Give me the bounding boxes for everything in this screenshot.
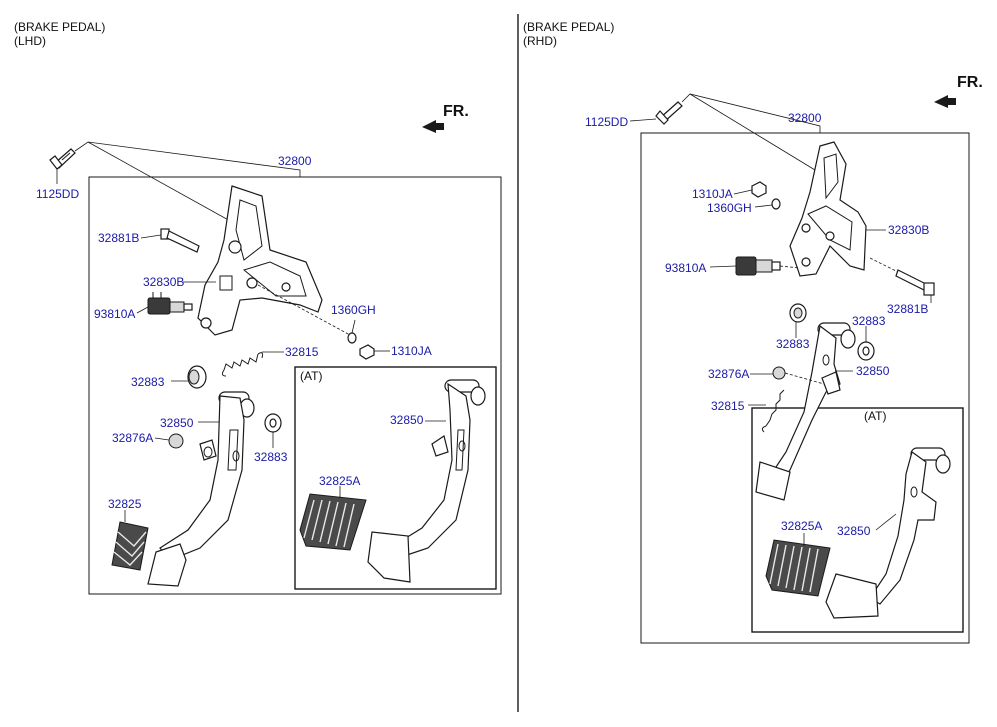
rhd-label-93810a: 93810A (665, 261, 706, 275)
lhd-diagram (49, 120, 502, 595)
rhd-bolt-32881b (895, 269, 935, 296)
lhd-label-32815: 32815 (285, 345, 319, 359)
lhd-label-32850-at: 32850 (390, 413, 424, 427)
lhd-label-93810a: 93810A (94, 307, 135, 321)
rhd-at-box (751, 407, 964, 633)
lhd-pedal-pad (147, 543, 187, 587)
rhd-assembly-box (640, 132, 970, 644)
lhd-label-32800: 32800 (278, 154, 312, 168)
lhd-at-pedal-32850 (395, 379, 486, 557)
rhd-label-32881b: 32881B (887, 302, 928, 316)
lhd-label-1360gh: 1360GH (331, 303, 376, 317)
lhd-label-32876a: 32876A (112, 431, 153, 445)
lhd-switch-93810a (147, 292, 193, 315)
rhd-label-1360gh: 1360GH (707, 201, 752, 215)
lhd-nut-1310ja (359, 344, 375, 360)
rhd-front-label: FR. (957, 74, 983, 91)
rhd-label-32883-b: 32883 (852, 314, 886, 328)
lhd-bolt-32881b (160, 228, 200, 253)
rhd-washer-1360gh (771, 198, 781, 210)
rhd-at-pedal-32850 (869, 447, 951, 605)
lhd-at-label: (AT) (300, 369, 322, 383)
rhd-at-label: (AT) (864, 409, 886, 423)
rhd-label-32815: 32815 (711, 399, 745, 413)
lhd-at-pad-rubber-32825a (299, 493, 367, 551)
lhd-pedal-arm-32850 (159, 391, 255, 561)
rhd-label-32800: 32800 (788, 111, 822, 125)
rhd-bushing-32883-a (789, 303, 807, 323)
rhd-label-32850: 32850 (856, 364, 890, 378)
lhd-pad-rubber-32825 (111, 521, 149, 571)
rhd-label-32825a-at: 32825A (781, 519, 822, 533)
rhd-spring-32815 (761, 389, 785, 433)
rhd-label-1310ja: 1310JA (692, 187, 733, 201)
lhd-spring-32815 (221, 352, 263, 377)
rhd-bushing-32883-b (857, 341, 875, 361)
lhd-header-title: (BRAKE PEDAL) (14, 20, 106, 34)
rhd-bolt-1125dd (655, 101, 683, 125)
lhd-label-32883-a: 32883 (131, 375, 165, 389)
lhd-header-subtitle: (LHD) (14, 34, 46, 48)
lhd-label-32881b: 32881B (98, 231, 139, 245)
rhd-switch-93810a (735, 256, 781, 276)
lhd-label-1125dd: 1125DD (36, 187, 79, 201)
rhd-pedal-arm-32850 (769, 322, 856, 490)
rhd-label-32830b: 32830B (888, 223, 929, 237)
lhd-front-arrow-icon (422, 120, 444, 133)
rhd-header-title: (BRAKE PEDAL) (523, 20, 615, 34)
rhd-at-pad-rubber-32825a (765, 539, 831, 597)
lhd-bushing-32883-a (187, 365, 207, 389)
rhd-header-subtitle: (RHD) (523, 34, 557, 48)
lhd-front-label: FR. (443, 103, 469, 120)
lhd-label-32830b: 32830B (143, 275, 184, 289)
rhd-bracket-32830b (789, 141, 867, 277)
rhd-label-1125dd: 1125DD (585, 115, 628, 129)
rhd-at-pedal-pad (825, 573, 879, 619)
lhd-label-1310ja: 1310JA (391, 344, 432, 358)
lhd-washer-1360gh (347, 332, 357, 344)
lhd-assembly-box (88, 176, 502, 595)
lhd-label-32850: 32850 (160, 416, 194, 430)
rhd-front-arrow-icon (934, 95, 956, 108)
rhd-diagram (629, 93, 970, 644)
lhd-label-32883-b: 32883 (254, 450, 288, 464)
rhd-label-32883-a: 32883 (776, 337, 810, 351)
lhd-at-box (294, 366, 497, 590)
lhd-bracket-32830b (197, 185, 323, 336)
lhd-at-pedal-pad (367, 531, 411, 583)
lhd-bolt-1125dd (49, 148, 76, 170)
rhd-nut-1310ja (751, 181, 767, 198)
rhd-label-32850-at: 32850 (837, 524, 871, 538)
lhd-label-32825: 32825 (108, 497, 142, 511)
lhd-stopper-32876a (168, 433, 184, 449)
rhd-stopper-32876a (772, 366, 786, 380)
lhd-label-32825a-at: 32825A (319, 474, 360, 488)
rhd-pedal-pad (755, 461, 791, 501)
rhd-label-32876a: 32876A (708, 367, 749, 381)
lhd-bushing-32883-b (264, 413, 282, 433)
